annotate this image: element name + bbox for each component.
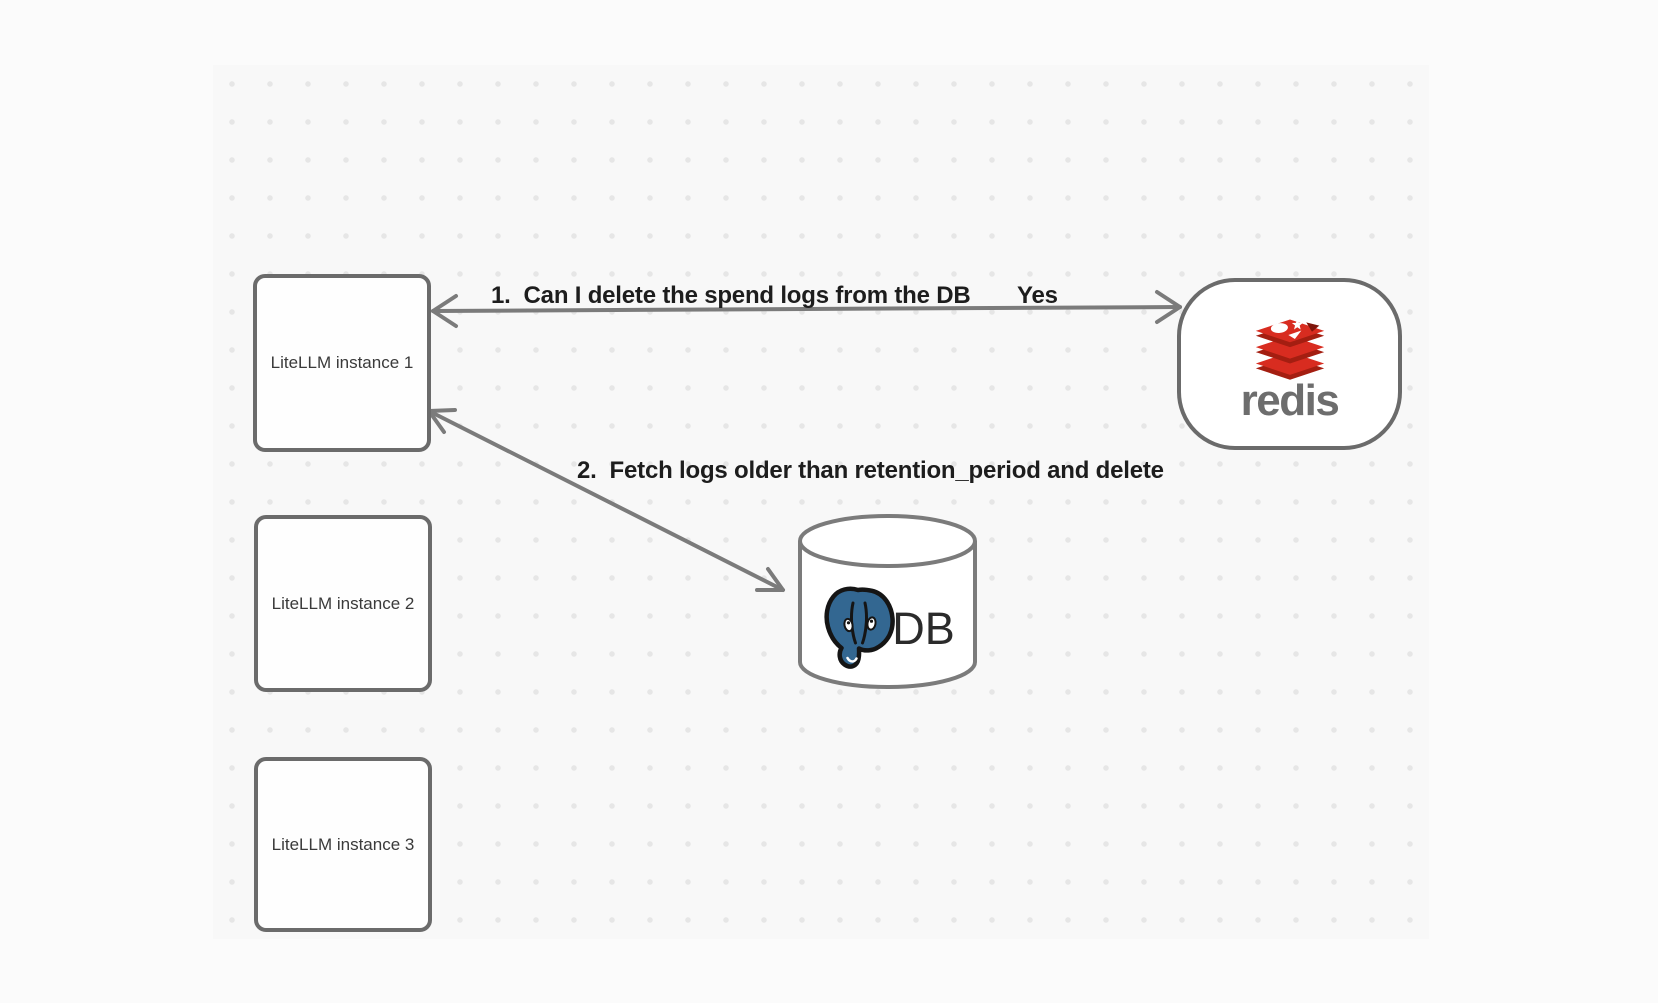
edge-arrow-db-fetch[interactable] [427,408,785,592]
edge-arrow-redis-query[interactable] [431,290,1182,328]
edge-label-redis-query[interactable]: 1. Can I delete the spend logs from the … [491,282,971,309]
redis-stack-icon [1255,319,1324,380]
node-litellm-instance-3-label: LiteLLM instance 3 [271,834,415,854]
edge-label-db-fetch[interactable]: 2. Fetch logs older than retention_perio… [577,457,1164,484]
redis-wordmark: redis [1240,376,1340,425]
node-litellm-instance-2-label: LiteLLM instance 2 [271,593,415,613]
node-litellm-instance-1-label: LiteLLM instance 1 [270,353,414,372]
node-database-cylinder[interactable] [796,512,979,692]
edge-label-redis-response[interactable]: Yes [1017,282,1058,309]
node-litellm-instance-3[interactable]: LiteLLM instance 3 [254,757,432,932]
node-redis[interactable]: redis [1177,278,1402,450]
node-litellm-instance-1[interactable]: LiteLLM instance 1 [253,274,431,452]
node-litellm-instance-2[interactable]: LiteLLM instance 2 [254,515,432,692]
